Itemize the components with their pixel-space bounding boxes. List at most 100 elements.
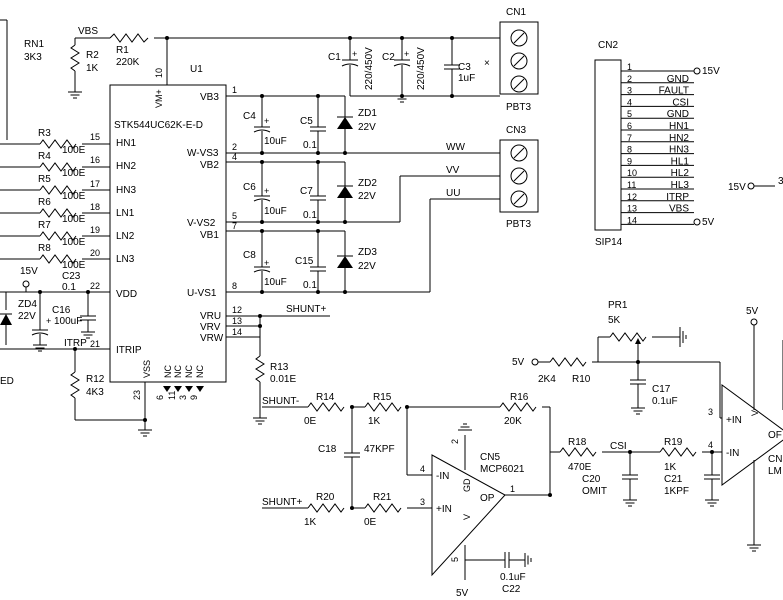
c8-ref: C8 bbox=[243, 250, 256, 261]
cn2-pin-signal: HN1 bbox=[669, 121, 689, 132]
r16-ref: R16 bbox=[510, 392, 529, 403]
cn2-pin-signal: GND bbox=[667, 74, 689, 85]
u1-body bbox=[109, 84, 227, 383]
u1-pin-vdd-name: VDD bbox=[116, 289, 137, 300]
r19-ref: R19 bbox=[664, 437, 683, 448]
cn5-pin3: 3 bbox=[420, 497, 425, 507]
cn2-pin14-net: 5V bbox=[702, 217, 715, 228]
u1-pin-ln2-name: LN2 bbox=[116, 231, 135, 242]
u1-nc-4: NC bbox=[195, 365, 205, 378]
c3-value: 1uF bbox=[458, 73, 475, 84]
zd3-value: 22V bbox=[358, 261, 376, 272]
c5-ref: C5 bbox=[300, 116, 313, 127]
cn5-pin4: 4 bbox=[420, 464, 425, 474]
u1-nc-num-2: 11 bbox=[167, 391, 177, 400]
c4-ref: C4 bbox=[243, 111, 256, 122]
num-3: 3 bbox=[778, 176, 783, 187]
cn2-pin-number: 8 bbox=[627, 145, 632, 155]
r5-ref: R5 bbox=[38, 174, 51, 185]
u1-ref: U1 bbox=[190, 64, 203, 75]
cn5-pin-in-plus: +IN bbox=[436, 504, 452, 515]
u1-pin-uvs1-num: 8 bbox=[232, 281, 237, 291]
r5-value: 100E bbox=[62, 191, 86, 202]
r8-value: 100E bbox=[62, 260, 86, 271]
lm-pin4: 4 bbox=[708, 440, 713, 450]
cn2-pin-number: 1 bbox=[627, 62, 632, 72]
r6-value: 100E bbox=[62, 214, 86, 225]
zd1-ref: ZD1 bbox=[358, 108, 377, 119]
cn2-pin-signal: HN2 bbox=[669, 133, 689, 144]
c1-value: 220/450V bbox=[364, 47, 375, 90]
c16-value: 100uF bbox=[54, 316, 82, 327]
c17-ref: C17 bbox=[652, 384, 671, 395]
cn2-pin-number: 5 bbox=[627, 109, 632, 119]
cn1-ref: CN1 bbox=[506, 7, 526, 18]
v5-pr1: 5V bbox=[512, 357, 525, 368]
zd3-ref: ZD3 bbox=[358, 247, 377, 258]
u1-pin-vb1-num: 7 bbox=[232, 221, 237, 231]
u1-pin-vb2-num: 4 bbox=[232, 152, 237, 162]
u1-pin-ln3-name: LN3 bbox=[116, 254, 135, 265]
u1-nc-num-1: 6 bbox=[155, 395, 165, 400]
cn2-pin-signal: HL3 bbox=[671, 180, 690, 191]
lm-opamp bbox=[721, 384, 783, 486]
c21-ref: C21 bbox=[664, 474, 683, 485]
rn1-ref: RN1 bbox=[24, 39, 44, 50]
cn2-pin-number: 6 bbox=[627, 121, 632, 131]
r13-value: 0.01E bbox=[270, 374, 296, 385]
r16-value: 20K bbox=[504, 416, 522, 427]
r13-ref: R13 bbox=[270, 362, 289, 373]
v15-left: 15V bbox=[20, 266, 38, 277]
r3-value: 100E bbox=[62, 145, 86, 156]
c17-value: 0.1uF bbox=[652, 396, 678, 407]
zd2-value: 22V bbox=[358, 191, 376, 202]
cn2-pin-signal: GND bbox=[667, 109, 689, 120]
c4-plus: + bbox=[264, 116, 269, 126]
phase-ww: WW bbox=[446, 142, 465, 153]
lm-pin-in-plus: +IN bbox=[726, 415, 742, 426]
r2-value: 1K bbox=[86, 63, 99, 74]
cn2-pin-number: 4 bbox=[627, 97, 632, 107]
cn2-pin1-net: 15V bbox=[702, 66, 720, 77]
c16-plus: + bbox=[46, 316, 51, 326]
r18-value: 470E bbox=[568, 462, 592, 473]
r21-ref: R21 bbox=[373, 492, 392, 503]
cn5-ref: CN5 bbox=[480, 452, 500, 463]
u1-nc-2: NC bbox=[173, 365, 183, 378]
r8-ref: R8 bbox=[38, 243, 51, 254]
ed-label: ED bbox=[0, 376, 14, 387]
cn2-pin-number: 2 bbox=[627, 74, 632, 84]
c6-ref: C6 bbox=[243, 182, 256, 193]
u1-pin-vru-name: VRU bbox=[200, 311, 221, 322]
c16-ref: C16 bbox=[52, 305, 71, 316]
cn2-pin-number: 3 bbox=[627, 86, 632, 96]
r6-ref: R6 bbox=[38, 197, 51, 208]
r18-ref: R18 bbox=[568, 437, 587, 448]
u1-pin-wvs3-name: W-VS3 bbox=[187, 148, 219, 159]
cn2-pin-signal: HN3 bbox=[669, 145, 689, 156]
c15-value: 0.1 bbox=[303, 280, 317, 291]
r14-ref: R14 bbox=[316, 392, 335, 403]
cn5-value: MCP6021 bbox=[480, 464, 525, 475]
cn2-type: SIP14 bbox=[595, 237, 623, 248]
cn1-body bbox=[499, 21, 539, 95]
cn5-pin-in-minus: -IN bbox=[436, 471, 449, 482]
u1-nc-3: NC bbox=[184, 365, 194, 378]
zd1-value: 22V bbox=[358, 122, 376, 133]
u1-pin-vb3-name: VB3 bbox=[200, 92, 219, 103]
c7-ref: C7 bbox=[300, 186, 313, 197]
u1-pin-vrw-name: VRW bbox=[200, 333, 224, 344]
c1-ref: C1 bbox=[328, 52, 341, 63]
r15-ref: R15 bbox=[373, 392, 392, 403]
u1-pin-vm-name: VM+ bbox=[154, 89, 164, 108]
c8-value: 10uF bbox=[264, 277, 287, 288]
u1-pin-vb3-num: 1 bbox=[232, 85, 237, 95]
cn5-pin5: 5 bbox=[450, 557, 460, 562]
zd4-ref: ZD4 bbox=[18, 299, 37, 310]
r4-ref: R4 bbox=[38, 151, 51, 162]
u1-pin-hn2-name: HN2 bbox=[116, 161, 136, 172]
u1-pin-ln3-num: 20 bbox=[90, 248, 100, 258]
u1-pin-ln1-name: LN1 bbox=[116, 208, 135, 219]
vbs-label: VBS bbox=[78, 26, 98, 37]
